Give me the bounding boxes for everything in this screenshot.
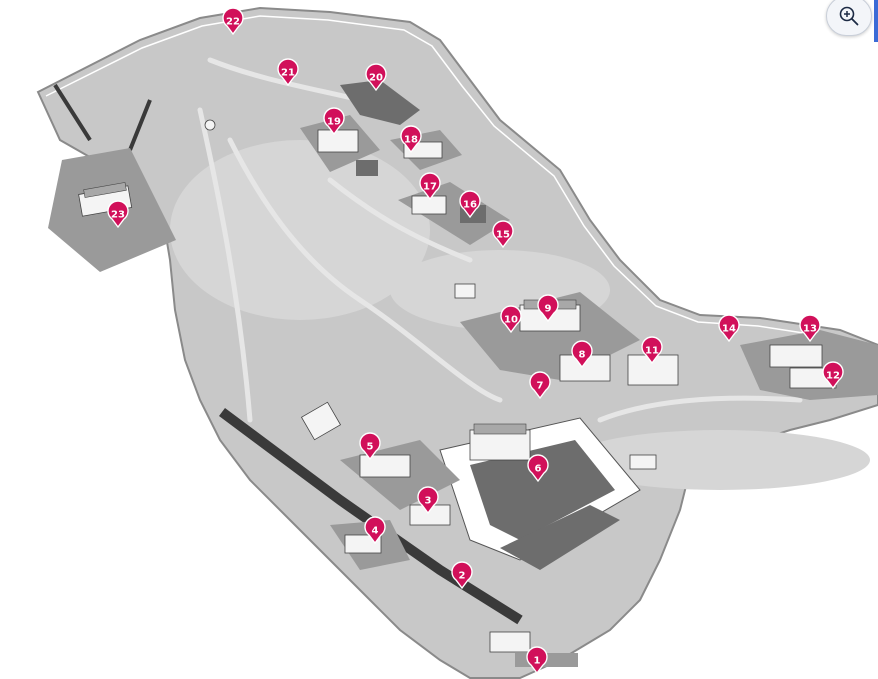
marker-label: 14 bbox=[722, 324, 736, 335]
map-marker-23[interactable]: 23 bbox=[107, 200, 129, 229]
marker-pin-icon bbox=[222, 7, 244, 36]
marker-pin-icon bbox=[417, 486, 439, 515]
marker-label: 4 bbox=[372, 526, 379, 537]
marker-label: 16 bbox=[463, 200, 477, 211]
marker-label: 7 bbox=[537, 381, 544, 392]
marker-label: 18 bbox=[404, 135, 418, 146]
compound-23-roof bbox=[83, 182, 127, 198]
map-marker-11[interactable]: 11 bbox=[641, 336, 663, 365]
marker-pin-icon bbox=[451, 561, 473, 590]
pavilion bbox=[300, 401, 342, 441]
compound-19-hall bbox=[317, 129, 359, 153]
lawn-area bbox=[570, 430, 870, 490]
map-marker-10[interactable]: 10 bbox=[500, 305, 522, 334]
pavilion bbox=[204, 119, 216, 131]
map-marker-7[interactable]: 7 bbox=[529, 371, 551, 400]
map-marker-1[interactable]: 1 bbox=[526, 646, 548, 675]
marker-pin-icon bbox=[537, 294, 559, 323]
marker-pin-icon bbox=[718, 314, 740, 343]
zoom-in-icon bbox=[839, 6, 859, 26]
marker-pin-icon bbox=[500, 305, 522, 334]
marker-pin-icon bbox=[529, 371, 551, 400]
map-marker-16[interactable]: 16 bbox=[459, 190, 481, 219]
marker-label: 1 bbox=[534, 656, 541, 667]
marker-label: 5 bbox=[367, 442, 374, 453]
marker-label: 19 bbox=[327, 117, 341, 128]
marker-pin-icon bbox=[571, 340, 593, 369]
main-gate bbox=[489, 631, 531, 653]
map-marker-22[interactable]: 22 bbox=[222, 7, 244, 36]
map-marker-19[interactable]: 19 bbox=[323, 107, 345, 136]
marker-pin-icon bbox=[323, 107, 345, 136]
marker-label: 13 bbox=[803, 324, 817, 335]
marker-pin-icon bbox=[107, 200, 129, 229]
lawn-area bbox=[170, 140, 430, 320]
compound-13-hall bbox=[769, 344, 823, 368]
marker-pin-icon bbox=[359, 432, 381, 461]
marker-pin-icon bbox=[527, 454, 549, 483]
marker-pin-icon bbox=[277, 58, 299, 87]
marker-label: 3 bbox=[425, 496, 432, 507]
zoom-in-button[interactable] bbox=[826, 0, 872, 36]
pavilion bbox=[629, 454, 657, 470]
marker-label: 9 bbox=[545, 304, 552, 315]
marker-label: 10 bbox=[504, 315, 518, 326]
marker-label: 11 bbox=[645, 346, 659, 357]
map-marker-14[interactable]: 14 bbox=[718, 314, 740, 343]
marker-label: 22 bbox=[226, 17, 240, 28]
marker-label: 8 bbox=[579, 350, 586, 361]
marker-pin-icon bbox=[459, 190, 481, 219]
map-marker-20[interactable]: 20 bbox=[365, 63, 387, 92]
map-marker-17[interactable]: 17 bbox=[419, 172, 441, 201]
map-marker-2[interactable]: 2 bbox=[451, 561, 473, 590]
marker-pin-icon bbox=[799, 314, 821, 343]
footpath bbox=[327, 177, 473, 263]
compound-20-area bbox=[340, 80, 420, 125]
compound-5-hall bbox=[359, 454, 411, 478]
map-marker-6[interactable]: 6 bbox=[527, 454, 549, 483]
map-marker-3[interactable]: 3 bbox=[417, 486, 439, 515]
marker-label: 23 bbox=[111, 210, 125, 221]
marker-label: 21 bbox=[281, 68, 295, 79]
panel-edge bbox=[874, 0, 878, 42]
marker-pin-icon bbox=[822, 361, 844, 390]
compound-6-courtyard bbox=[470, 440, 615, 540]
marker-pin-icon bbox=[365, 63, 387, 92]
map-marker-9[interactable]: 9 bbox=[537, 294, 559, 323]
marker-pin-icon bbox=[364, 516, 386, 545]
map-marker-15[interactable]: 15 bbox=[492, 220, 514, 249]
footpath bbox=[227, 137, 503, 403]
marker-label: 12 bbox=[826, 371, 840, 382]
footpath bbox=[597, 395, 803, 423]
pavilion bbox=[454, 283, 476, 299]
map-marker-5[interactable]: 5 bbox=[359, 432, 381, 461]
marker-pin-icon bbox=[400, 125, 422, 154]
side-road bbox=[53, 83, 152, 151]
compound-6-outer-court bbox=[500, 505, 620, 570]
marker-pin-icon bbox=[641, 336, 663, 365]
marker-label: 2 bbox=[459, 571, 466, 582]
marker-pin-icon bbox=[526, 646, 548, 675]
marker-label: 15 bbox=[496, 230, 510, 241]
compound-6-roof bbox=[473, 423, 527, 435]
map-marker-21[interactable]: 21 bbox=[277, 58, 299, 87]
map-marker-8[interactable]: 8 bbox=[571, 340, 593, 369]
marker-label: 20 bbox=[369, 73, 383, 84]
map-marker-4[interactable]: 4 bbox=[364, 516, 386, 545]
marker-pin-icon bbox=[492, 220, 514, 249]
compound-6-hall bbox=[469, 429, 531, 461]
map-marker-18[interactable]: 18 bbox=[400, 125, 422, 154]
marker-pin-icon bbox=[419, 172, 441, 201]
compound-20-block bbox=[356, 160, 378, 176]
map-marker-12[interactable]: 12 bbox=[822, 361, 844, 390]
marker-label: 17 bbox=[423, 182, 437, 193]
map-marker-13[interactable]: 13 bbox=[799, 314, 821, 343]
footpath bbox=[197, 107, 253, 423]
marker-label: 6 bbox=[535, 464, 542, 475]
